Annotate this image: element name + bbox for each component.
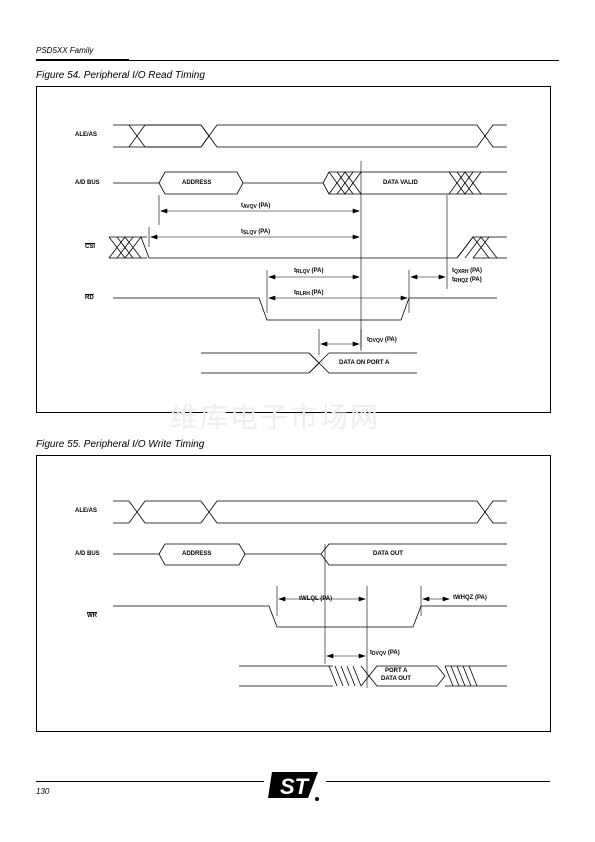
st-logo: ST xyxy=(268,772,319,801)
st-logo-text: ST xyxy=(280,774,310,799)
timing-markers xyxy=(148,161,448,355)
data-valid-label: DATA VALID xyxy=(383,180,418,186)
address-label: ADDRESS xyxy=(182,180,212,186)
address-label-2: ADDRESS xyxy=(182,551,212,557)
header-rule-thin xyxy=(129,60,559,61)
timing-arrows xyxy=(150,208,446,347)
page-number: 130 xyxy=(36,787,50,796)
adbus-waveform xyxy=(113,171,507,195)
wr-waveform xyxy=(113,605,507,628)
tqxrh-label: tQXRH (PA) xyxy=(452,268,483,275)
adbus-label: A/D BUS xyxy=(75,180,100,186)
figure-54-diagram: ALE/AS A/D BUS CSI RD ADDRESS DATA VALID… xyxy=(36,86,551,413)
trlqv-label: tRLQV (PA) xyxy=(294,268,324,275)
header-rule-thick xyxy=(36,59,129,61)
figure-55-diagram: ALE/AS A/D BUS WR ADDRESS DATA OUT PORT … xyxy=(36,455,551,732)
twlql-label: tWLQL (PA) xyxy=(299,596,333,602)
tdvqv-label: tDVQV (PA) xyxy=(367,337,397,344)
timing-arrows-2 xyxy=(278,596,450,659)
ale-label: ALE/AS xyxy=(75,132,98,138)
figure-55-waveforms xyxy=(113,500,507,688)
tslqv-label: tSLQV (PA) xyxy=(241,229,271,236)
csi-label: CSI xyxy=(85,244,96,250)
data-out-label: DATA OUT xyxy=(373,551,403,557)
timing-markers-2 xyxy=(276,544,422,688)
trhqz-label: tRHQZ (PA) xyxy=(452,277,482,284)
footer-rule-right xyxy=(326,781,550,782)
ale-waveform-2 xyxy=(113,500,507,524)
port-a-data-out-label: DATA OUT xyxy=(381,676,411,682)
port-a-out-waveform xyxy=(239,665,507,687)
running-header: PSD5XX Family xyxy=(36,46,94,55)
rd-waveform xyxy=(113,297,497,321)
adbus-label-2: A/D BUS xyxy=(75,551,100,557)
figure-54-waveforms xyxy=(108,124,507,374)
wr-label: WR xyxy=(87,613,97,619)
footer-rule-left xyxy=(36,781,264,782)
tdvqv-label-2: tDVQV (PA) xyxy=(370,650,400,657)
port-a-label: PORT A xyxy=(385,668,408,674)
tavqv-label: tAVQV (PA) xyxy=(241,203,271,210)
adbus-waveform-2 xyxy=(113,543,507,566)
csi-waveform xyxy=(108,236,507,259)
port-a-waveform xyxy=(201,352,417,374)
ale-label-2: ALE/AS xyxy=(75,508,98,514)
trlrh-label: tRLRH (PA) xyxy=(294,290,324,297)
watermark: 维库电子市场网 xyxy=(170,401,381,434)
data-on-port-a-label: DATA ON PORT A xyxy=(339,360,390,366)
rd-label: RD xyxy=(85,295,94,301)
figure-55-caption: Figure 55. Peripheral I/O Write Timing xyxy=(36,439,205,450)
ale-waveform xyxy=(113,124,507,148)
figure-54-caption: Figure 54. Peripheral I/O Read Timing xyxy=(36,70,205,81)
twhqz-label: tWHQZ (PA) xyxy=(453,595,487,601)
